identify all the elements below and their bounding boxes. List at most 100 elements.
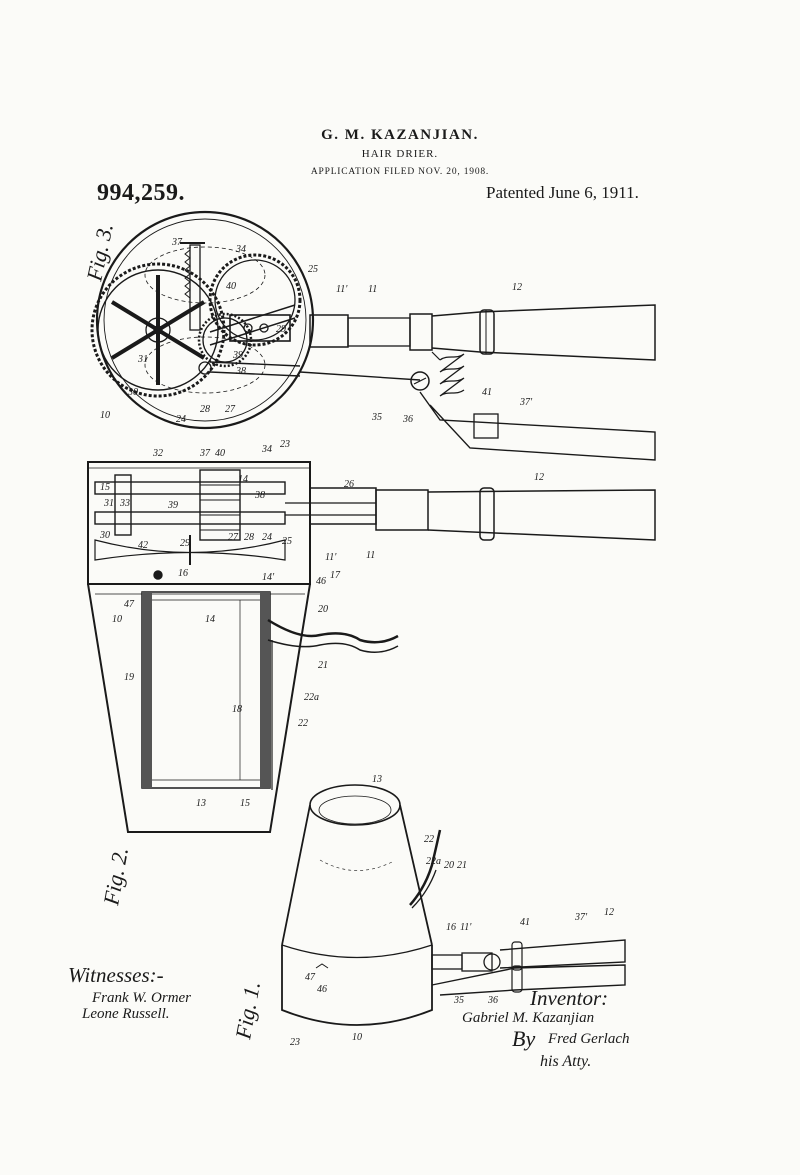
witness-signature-2: Leone Russell. <box>81 1006 170 1022</box>
ref-numeral: 36 <box>487 995 498 1006</box>
ref-numeral: 24 <box>262 532 272 543</box>
ref-numeral: 22 <box>424 834 434 845</box>
fig3-drawing <box>90 210 656 461</box>
ref-numeral: 10 <box>100 410 110 421</box>
ref-numeral: 12 <box>534 472 544 483</box>
ref-numeral: 42 <box>138 540 148 551</box>
ref-numeral: 28 <box>244 532 254 543</box>
patent-number: 994,259. <box>97 180 185 206</box>
ref-numeral: 27 <box>225 404 236 415</box>
ref-numeral: 40 <box>226 281 236 292</box>
ref-numeral: 37' <box>519 397 533 408</box>
ref-numeral: 39 <box>232 350 243 361</box>
ref-numeral: 33 <box>119 498 130 509</box>
fig1-drawing <box>281 784 626 1026</box>
inventor-block: Inventor: Gabriel M. Kazanjian By Fred G… <box>462 986 630 1070</box>
ref-numeral: 30 <box>127 387 138 398</box>
ref-numeral: 27 <box>228 532 239 543</box>
patent-title: HAIR DRIER. <box>361 148 439 160</box>
ref-numeral: 41 <box>482 387 492 398</box>
ref-numeral: 10 <box>112 614 122 625</box>
ref-numeral: 31 <box>137 354 148 365</box>
ref-numeral: 13 <box>372 774 382 785</box>
ref-numeral: 37 <box>199 448 211 459</box>
inventor-label: Inventor: <box>529 986 608 1010</box>
ref-numeral: 26 <box>344 479 354 490</box>
ref-numeral: 37' <box>574 912 588 923</box>
application-filed-line: APPLICATION FILED NOV. 20, 1908. <box>310 167 490 177</box>
ref-numeral: 11 <box>368 284 377 295</box>
ref-numeral: 41 <box>520 917 530 928</box>
ref-numeral: 11 <box>366 550 375 561</box>
attorney-signature: Fred Gerlach <box>547 1031 630 1047</box>
ref-numeral: 34 <box>261 444 272 455</box>
ref-numeral: 12 <box>512 282 522 293</box>
ref-numeral: 38 <box>235 366 246 377</box>
witness-signature-1: Frank W. Ormer <box>91 990 191 1006</box>
ref-numeral: 24 <box>176 414 186 425</box>
ref-numeral: 19 <box>124 672 134 683</box>
ref-numeral: 14' <box>262 572 275 583</box>
ref-numeral: 14 <box>238 474 248 485</box>
ref-numeral: 25 <box>308 264 318 275</box>
ref-numeral: 15 <box>100 482 110 493</box>
ref-numeral: 46 <box>316 576 326 587</box>
ref-numeral: 31 <box>103 498 114 509</box>
witnesses-label: Witnesses:- <box>68 963 164 987</box>
ref-numeral: 22a <box>304 692 319 703</box>
ref-numeral: 21 <box>318 660 328 671</box>
fig2-numerals: 32 37 40 34 23 15 31 33 14 38 26 39 30 4… <box>99 439 544 809</box>
ref-numeral: 46 <box>317 984 327 995</box>
ref-numeral: 16 <box>178 568 188 579</box>
ref-numeral: 47 <box>124 599 135 610</box>
fig3-label: Fig. 3. <box>81 221 118 284</box>
ref-numeral: 38 <box>254 490 265 501</box>
ref-numeral: 29 <box>180 538 190 549</box>
ref-numeral: 34 <box>235 244 246 255</box>
ref-numeral: 21 <box>457 860 467 871</box>
ref-numeral: 30 <box>99 530 110 541</box>
ref-numeral: 22a <box>426 856 441 867</box>
big-gear-spokes <box>110 275 206 385</box>
fig1-label: Fig. 1. <box>230 979 265 1042</box>
ref-numeral: 23 <box>280 439 290 450</box>
ref-numeral: 22 <box>298 718 308 729</box>
fig1-numerals: 13 22 22a 20 21 16 11' 41 37' 12 47 46 2… <box>290 774 614 1048</box>
inventor-signature: Gabriel M. Kazanjian <box>462 1010 594 1026</box>
ref-numeral: 32 <box>152 448 163 459</box>
ref-numeral: 17 <box>330 570 341 581</box>
ref-numeral: 40 <box>215 448 225 459</box>
fig3-numerals: 12 11 11' 25 34 37 40 29 39 38 31 30 10 … <box>100 237 533 425</box>
by-label: By <box>512 1026 535 1051</box>
ref-numeral: 28 <box>200 404 210 415</box>
ref-numeral: 10 <box>352 1032 362 1043</box>
ref-numeral: 14 <box>205 614 215 625</box>
witnesses-block: Witnesses:- Frank W. Ormer Leone Russell… <box>68 963 191 1022</box>
ref-numeral: 11' <box>460 922 472 933</box>
ref-numeral: 20 <box>444 860 454 871</box>
ref-numeral: 29 <box>276 324 286 335</box>
ref-numeral: 23 <box>290 1037 300 1048</box>
ref-numeral: 13 <box>196 798 206 809</box>
ref-numeral: 36 <box>402 414 413 425</box>
ref-numeral: 15 <box>240 798 250 809</box>
ref-numeral: 11' <box>325 552 337 563</box>
attorney-label: his Atty. <box>540 1053 591 1070</box>
ref-numeral: 47 <box>305 972 316 983</box>
ref-numeral: 18 <box>232 704 242 715</box>
ref-numeral: 12 <box>604 907 614 918</box>
ref-numeral: 39 <box>167 500 178 511</box>
inventor-name-header: G. M. KAZANJIAN. <box>321 127 479 143</box>
ref-numeral: 35 <box>371 412 382 423</box>
ref-numeral: 35 <box>453 995 464 1006</box>
patented-date: Patented June 6, 1911. <box>486 183 639 202</box>
ref-numeral: 25 <box>282 536 292 547</box>
fig2-label: Fig. 2. <box>98 845 133 908</box>
ref-numeral: 37 <box>171 237 183 248</box>
ref-numeral: 20 <box>318 604 328 615</box>
ref-numeral: 16 <box>446 922 456 933</box>
ref-numeral: 11' <box>336 284 348 295</box>
fig2-drawing <box>87 461 656 833</box>
